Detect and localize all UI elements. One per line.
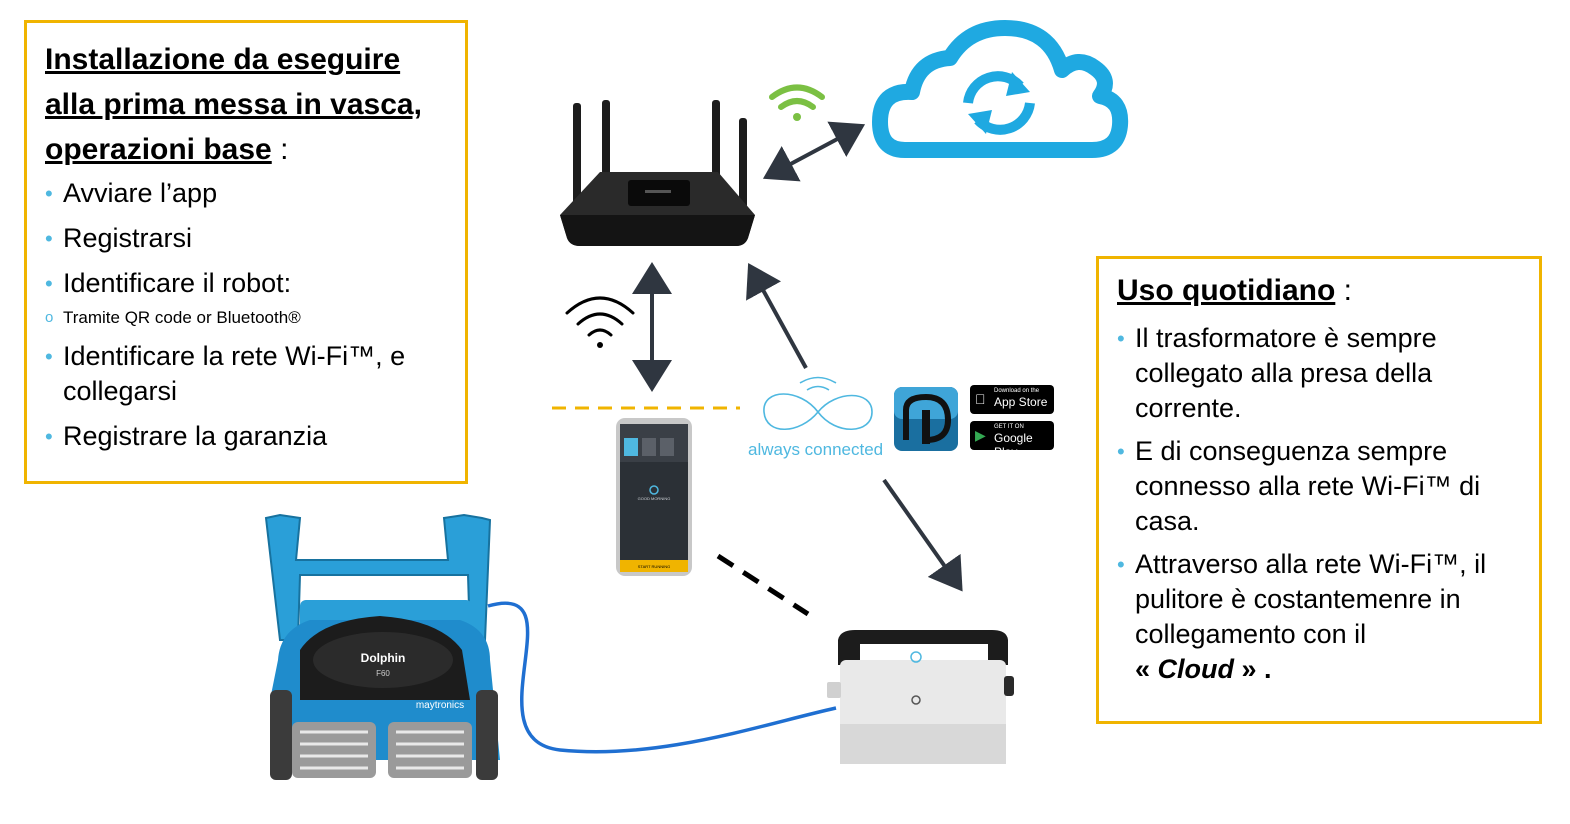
robot-cable	[487, 601, 837, 754]
app-store-badge[interactable]:  Download on the App Store	[970, 385, 1054, 414]
robot-model: F60	[376, 669, 390, 678]
list-item: Avviare l’app	[45, 176, 447, 211]
power-supply	[827, 630, 1014, 764]
google-play-big-text: Google Play	[994, 431, 1033, 459]
daily-use-heading-text: Uso quotidiano	[1117, 274, 1336, 307]
daily-use-heading: Uso quotidiano :	[1117, 269, 1521, 313]
list-item: Identificare il robot:	[45, 266, 447, 301]
app-router-arrow	[746, 262, 808, 369]
phone-greeting: GOOD MORNING	[638, 496, 671, 501]
list-item: Attraverso alla rete Wi-Fi™, il pulitore…	[1117, 547, 1525, 687]
google-play-badge[interactable]: ▶ GET IT ON Google Play	[970, 421, 1054, 459]
list-item: Identificare la rete Wi-Fi™, e collegars…	[45, 339, 423, 409]
daily-use-list: Il trasformatore è sempre collegato alla…	[1117, 321, 1521, 687]
robot-maker: maytronics	[416, 700, 464, 711]
cloud-quote-close: » .	[1234, 654, 1272, 684]
setup-heading-line3: operazioni base	[45, 133, 272, 166]
cloud-label: « Cloud » .	[1135, 654, 1272, 684]
router-cloud-arrow	[762, 121, 866, 182]
setup-instructions-box: Installazione da eseguire alla prima mes…	[24, 20, 468, 484]
list-item: Il trasformatore è sempre collegato alla…	[1117, 321, 1485, 426]
setup-heading: Installazione da eseguire alla prima mes…	[45, 37, 447, 172]
setup-steps-list: Avviare l’app Registrarsi Identificare i…	[45, 176, 447, 454]
cloud-word: Cloud	[1157, 654, 1235, 684]
app-store-small-text: Download on the	[994, 388, 1040, 394]
wifi-icon	[565, 296, 635, 348]
always-connected-label: always connected	[748, 440, 884, 459]
app-icon	[894, 387, 958, 451]
app-store-big-text: App Store	[994, 395, 1048, 409]
daily-use-box: Uso quotidiano : Il trasformatore è semp…	[1096, 256, 1542, 724]
wifi-signal-icon	[769, 84, 825, 121]
setup-heading-colon: :	[271, 133, 289, 166]
google-play-small-text: GET IT ON	[994, 424, 1024, 430]
phone-start-button: START RUNNING	[638, 564, 670, 569]
app-powersupply-arrow	[882, 478, 963, 592]
list-item: Registrarsi	[45, 221, 447, 256]
bluetooth-dashed-link	[716, 553, 810, 617]
list-item-text: Attraverso alla rete Wi-Fi™, il pulitore…	[1135, 549, 1487, 649]
always-connected-logo	[763, 376, 873, 431]
apple-icon: 	[975, 391, 986, 407]
cloud-quote-open: «	[1135, 654, 1158, 684]
daily-use-heading-colon: :	[1335, 274, 1352, 307]
list-item: E di conseguenza sempre connesso alla re…	[1117, 434, 1515, 539]
google-play-icon: ▶	[975, 427, 986, 443]
smartphone: GOOD MORNING START RUNNING	[616, 418, 692, 576]
pool-robot: Dolphin F60 maytronics	[264, 513, 500, 780]
router	[560, 100, 755, 246]
list-item: Registrare la garanzia	[45, 419, 447, 454]
cloud-sync-icon	[872, 20, 1129, 158]
setup-heading-line1: Installazione da eseguire	[45, 43, 401, 76]
list-subitem: Tramite QR code or Bluetooth®	[45, 307, 447, 329]
robot-brand: Dolphin	[361, 651, 406, 665]
setup-heading-line2: alla prima messa in vasca,	[45, 88, 422, 121]
